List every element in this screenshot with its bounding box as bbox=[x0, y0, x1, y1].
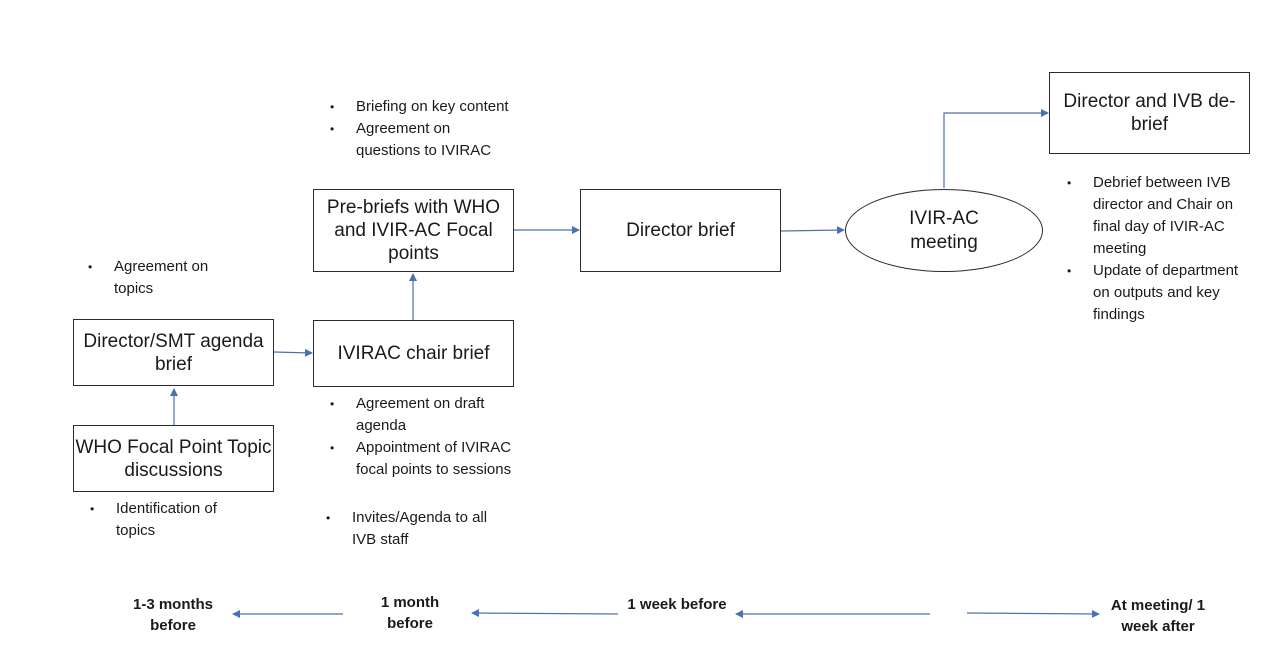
note-item: Update of department on outputs and key … bbox=[1065, 260, 1250, 326]
director-brief-box: Director brief bbox=[580, 189, 781, 272]
notes-chair: Agreement on draft agenda Appointment of… bbox=[328, 393, 513, 481]
ivirac-meeting-ellipse: IVIR-AC meeting bbox=[845, 189, 1043, 272]
director-smt-box: Director/SMT agenda brief bbox=[73, 319, 274, 386]
timeline-arrow-2 bbox=[471, 609, 619, 618]
director-ivb-debrief-box: Director and IVB de-brief bbox=[1049, 72, 1250, 154]
notes-invites: Invites/Agenda to all IVB staff bbox=[324, 507, 509, 551]
note-item: Briefing on key content bbox=[328, 96, 513, 118]
notes-identification: Identification of topics bbox=[88, 498, 248, 542]
timeline-1-week: 1 week before bbox=[627, 596, 727, 613]
note-item: Appointment of IVIRAC focal points to se… bbox=[328, 437, 513, 481]
arrow-director-to-meeting bbox=[780, 226, 845, 235]
who-focal-point-box: WHO Focal Point Topic discussions bbox=[73, 425, 274, 492]
note-item: Agreement on questions to IVIRAC bbox=[328, 118, 513, 162]
timeline-1-month: 1 month before bbox=[380, 594, 440, 632]
note-item: Agreement on topics bbox=[86, 256, 246, 300]
note-item: Identification of topics bbox=[88, 498, 248, 542]
ivirac-chair-box: IVIRAC chair brief bbox=[313, 320, 514, 387]
prebriefs-box: Pre-briefs with WHO and IVIR-AC Focal po… bbox=[313, 189, 514, 272]
note-item: Invites/Agenda to all IVB staff bbox=[324, 507, 509, 551]
timeline-at-meeting: At meeting/ 1 week after bbox=[1110, 597, 1206, 635]
timeline-arrow-4 bbox=[966, 609, 1100, 618]
timeline-1-3-months: 1-3 months before bbox=[132, 596, 213, 634]
arrow-smt-to-chair bbox=[273, 348, 313, 357]
arrow-meeting-to-debrief bbox=[943, 109, 1049, 188]
notes-briefing: Briefing on key content Agreement on que… bbox=[328, 96, 513, 162]
notes-agreement-topics: Agreement on topics bbox=[86, 256, 246, 300]
note-item: Debrief between IVB director and Chair o… bbox=[1065, 172, 1250, 260]
note-item: Agreement on draft agenda bbox=[328, 393, 513, 437]
notes-debrief: Debrief between IVB director and Chair o… bbox=[1065, 172, 1250, 326]
